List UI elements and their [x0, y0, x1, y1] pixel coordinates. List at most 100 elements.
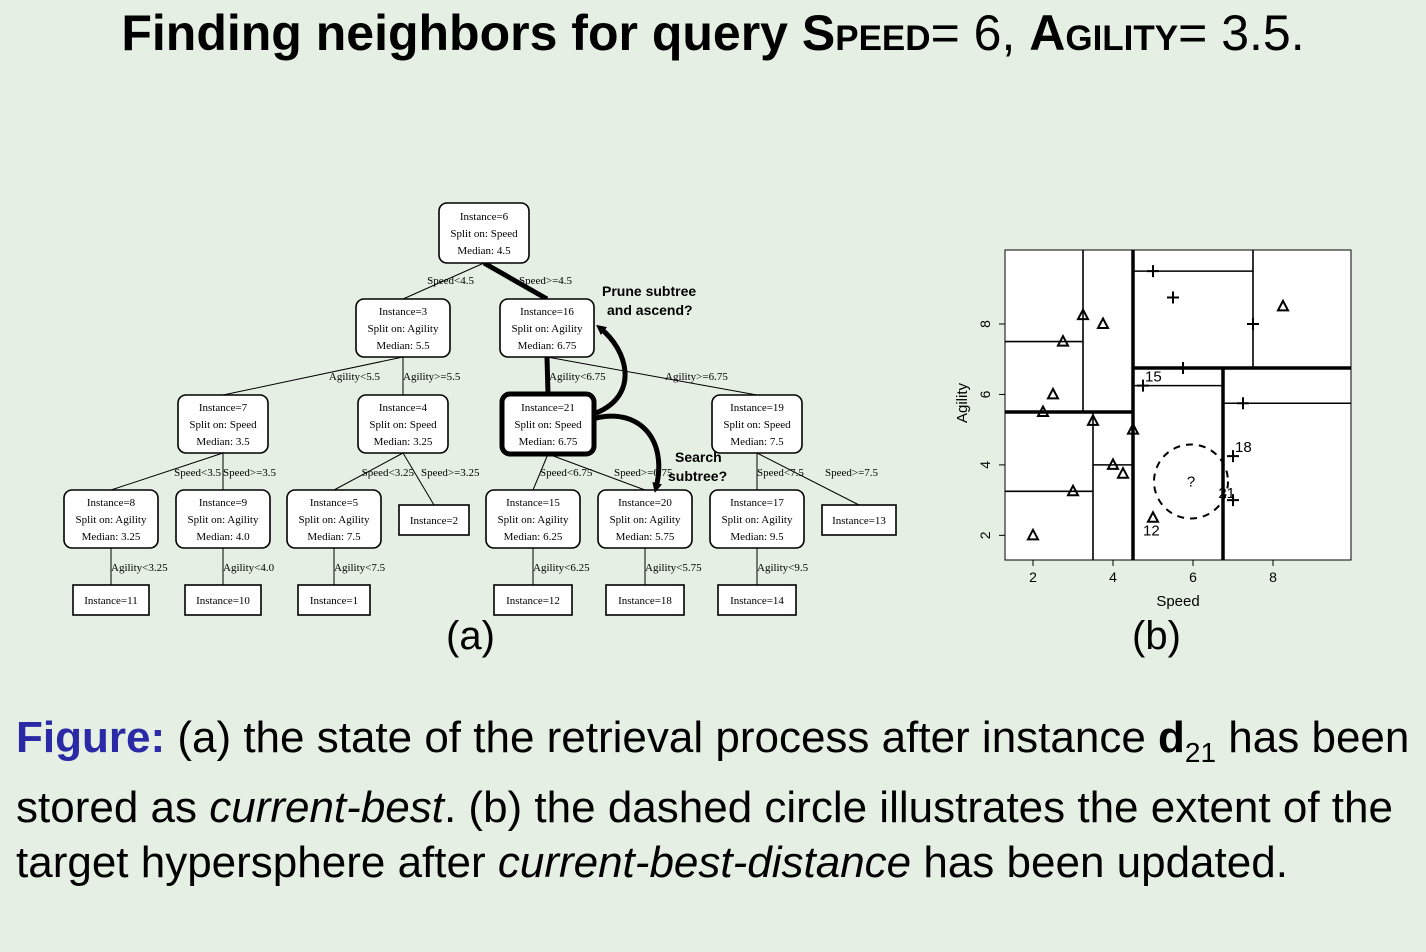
plus-point — [1167, 291, 1179, 304]
tree-edge-n6-n16 — [482, 260, 549, 302]
y-tick-label: 8 — [977, 320, 993, 328]
edge-label: Agility<6.75 — [549, 371, 606, 383]
tree-edge-n21-n15 — [532, 453, 549, 491]
caption-text-1: (a) the state of the retrieval process a… — [165, 713, 1159, 762]
tree-node-text: Instance=16 — [520, 306, 574, 318]
caption-current-best-distance: current-best-distance — [497, 837, 912, 887]
tree-node-text: Instance=10 — [196, 595, 250, 607]
tree-node-box — [485, 489, 581, 549]
tree-node-text: Instance=7 — [199, 402, 248, 414]
triangle-point — [1126, 422, 1140, 435]
edge-label: Agility<7.5 — [334, 562, 386, 574]
search-annotation-line2: subtree? — [668, 468, 727, 484]
point-label: 12 — [1143, 523, 1160, 540]
tree-edge-n4-n2 — [402, 452, 435, 506]
prune-arrow — [594, 324, 628, 416]
tree-node-n14: Instance=14 — [717, 584, 797, 616]
tree-node-text: Median: 3.25 — [82, 531, 141, 543]
triangle-point — [1036, 404, 1050, 418]
x-tick-label: 8 — [1269, 569, 1277, 585]
tree-node-box — [297, 584, 371, 616]
tree-node-text: Instance=21 — [521, 402, 575, 414]
caption-current-best: current-best — [209, 782, 444, 832]
triangle-point — [1056, 333, 1070, 347]
tree-node-text: Instance=1 — [310, 595, 358, 607]
tree-node-text: Split on: Speed — [514, 419, 582, 431]
tree-node-box — [63, 489, 159, 549]
tree-node-text: Instance=17 — [730, 497, 784, 509]
tree-edge-n6-n3 — [402, 262, 485, 300]
tree-node-text: Median: 7.5 — [307, 531, 361, 543]
tree-node-box — [438, 202, 530, 264]
tree-node-box — [499, 298, 595, 358]
tree-node-box — [717, 584, 797, 616]
triangle-point — [1076, 307, 1090, 321]
edge-label: Speed<7.5 — [757, 467, 804, 479]
caption-text-4: has been updated. — [911, 837, 1288, 887]
y-tick-label: 6 — [977, 390, 993, 398]
x-tick-label: 2 — [1029, 569, 1037, 585]
tree-node-text: Median: 3.5 — [196, 436, 250, 448]
plus-point — [1237, 397, 1249, 410]
plus-point — [1147, 265, 1159, 278]
tree-node-text: Split on: Agility — [498, 514, 569, 526]
tree-node-text: Instance=19 — [730, 402, 784, 414]
title-prefix: Finding neighbors for query — [121, 5, 802, 61]
plus-point — [1227, 450, 1239, 463]
caption-text-3: . (b) the dashed circle illustrates the … — [16, 782, 1393, 887]
edge-label: Agility>=5.5 — [403, 371, 461, 383]
tree-node-box — [605, 584, 685, 616]
tree-node-text: Instance=12 — [506, 595, 560, 607]
tree-node-n18: Instance=18 — [605, 584, 685, 616]
title-agility-eq: = 3.5. — [1178, 5, 1305, 61]
tree-node-box — [184, 584, 262, 616]
tree-node-box — [398, 504, 470, 536]
tree-node-text: Median: 5.75 — [616, 531, 675, 543]
tree-node-box — [711, 394, 803, 454]
tree-node-text: Instance=14 — [730, 595, 784, 607]
x-tick-label: 6 — [1189, 569, 1197, 585]
point-label: 15 — [1145, 369, 1162, 386]
tree-node-box — [499, 391, 597, 457]
tree-node-box — [355, 298, 451, 358]
tree-node-text: Median: 4.5 — [457, 245, 511, 257]
tree-node-text: Split on: Speed — [723, 419, 791, 431]
tree-node-text: Instance=4 — [379, 402, 428, 414]
tree-node-text: Split on: Agility — [368, 323, 439, 335]
point-label: 18 — [1235, 439, 1252, 456]
tree-node-box — [72, 584, 150, 616]
plus-point — [1137, 379, 1149, 392]
query-hypersphere-circle — [1153, 443, 1229, 520]
edge-label: Speed>=3.5 — [223, 467, 277, 479]
tree-node-text: Instance=20 — [618, 497, 672, 509]
tree-node-text: Median: 4.0 — [196, 531, 250, 543]
tree-edge-n3-n7 — [222, 356, 404, 396]
triangle-point — [1026, 527, 1040, 541]
x-tick-label: 4 — [1109, 569, 1117, 585]
edge-label: Agility>=6.75 — [665, 371, 728, 383]
page-title: Finding neighbors for query Speed= 6, Ag… — [0, 4, 1426, 62]
triangle-point — [1276, 298, 1290, 312]
tree-node-n13: Instance=13 — [821, 504, 897, 536]
tree-node-text: Median: 6.75 — [518, 340, 577, 352]
tree-node-text: Median: 5.5 — [376, 340, 430, 352]
caption-figure-label: Figure: — [16, 713, 166, 762]
edge-label: Agility<6.25 — [533, 562, 590, 574]
triangle-point — [1106, 457, 1120, 470]
panel-a-label: (a) — [446, 614, 495, 658]
triangle-point — [1046, 386, 1060, 400]
tree-node-text: Split on: Speed — [189, 419, 257, 431]
tree-node-box — [709, 489, 805, 549]
tree-node-text: Instance=3 — [379, 306, 428, 318]
edge-label: Speed<3.5 — [174, 467, 221, 479]
triangle-point — [1066, 483, 1080, 497]
tree-node-n10: Instance=10 — [184, 584, 262, 616]
